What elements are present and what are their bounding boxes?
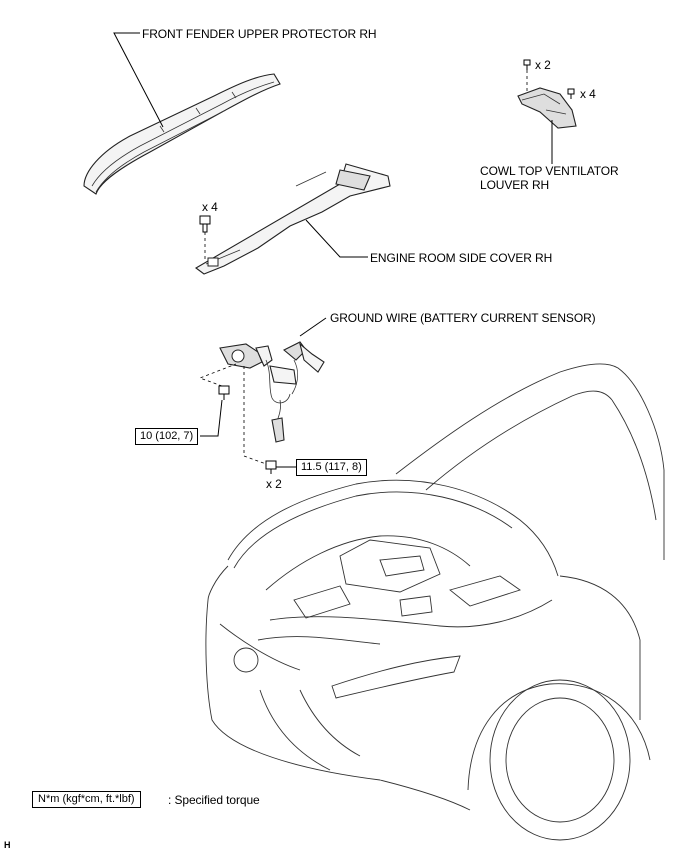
label-front-fender-upper-protector: FRONT FENDER UPPER PROTECTOR RH xyxy=(142,27,377,41)
clip-icon xyxy=(567,88,575,99)
ground-wire-leader xyxy=(299,317,327,337)
corner-code: H xyxy=(4,840,11,850)
qty-cover-clips: x 4 xyxy=(202,200,218,214)
bolt-dash-line xyxy=(243,366,267,465)
vehicle-outline xyxy=(205,363,665,841)
front-fender-leader xyxy=(113,32,164,128)
qty-bolts: x 2 xyxy=(266,477,282,491)
bolt-dash-line xyxy=(198,363,237,387)
torque-box-single-bolt: 10 (102, 7) xyxy=(135,428,199,445)
clip-icon xyxy=(199,215,211,233)
front-fender-upper-protector xyxy=(83,73,281,195)
qty-cowl-clips-b: x 4 xyxy=(580,87,596,101)
ground-wire-assembly xyxy=(219,341,325,443)
cowl-top-ventilator-louver xyxy=(517,87,577,129)
label-cowl-top-ventilator-line2: LOUVER RH xyxy=(480,178,550,192)
bolt-icon xyxy=(265,460,277,474)
legend-description: : Specified torque xyxy=(168,793,260,807)
label-engine-room-side-cover: ENGINE ROOM SIDE COVER RH xyxy=(370,251,553,265)
bolt-icon xyxy=(218,385,230,400)
engine-room-side-cover xyxy=(195,163,391,275)
bolt-single-leader xyxy=(200,399,223,437)
label-ground-wire: GROUND WIRE (BATTERY CURRENT SENSOR) xyxy=(330,311,596,325)
qty-cowl-clips-a: x 2 xyxy=(535,58,551,72)
legend-torque-box: N*m (kgf*cm, ft.*lbf) xyxy=(32,791,141,808)
engine-cover-leader xyxy=(305,219,368,258)
torque-box-double-bolt: 11.5 (117, 8) xyxy=(296,459,367,476)
clip-icon xyxy=(523,59,531,70)
label-cowl-top-ventilator-line1: COWL TOP VENTILATOR xyxy=(480,164,619,178)
